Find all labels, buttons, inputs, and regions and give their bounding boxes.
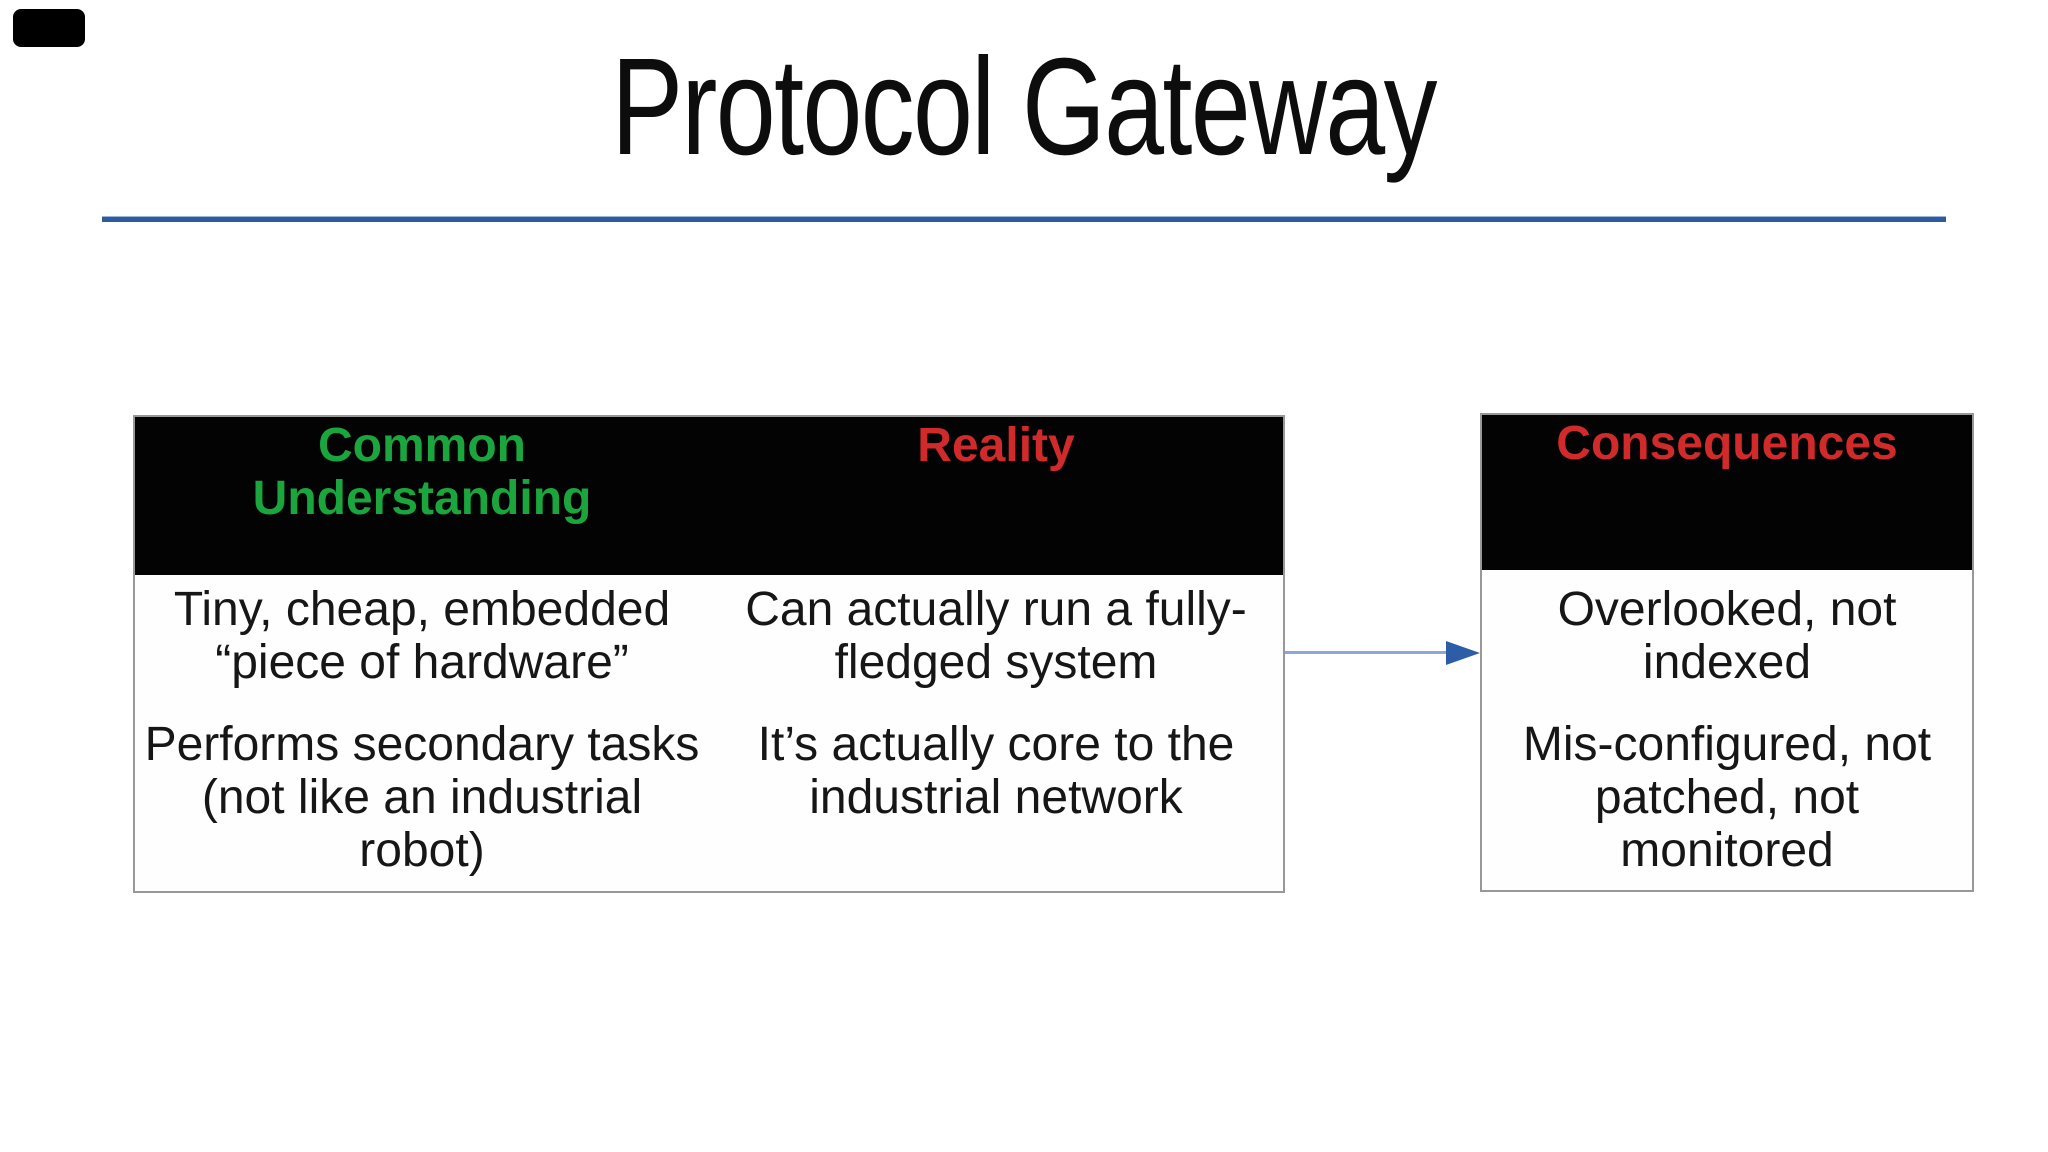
comparison-table: Common Understanding Reality Tiny, cheap… <box>133 415 1285 893</box>
column-common-understanding: Tiny, cheap, embedded “piece of hardware… <box>135 575 709 877</box>
cell-text: Mis-configured, not patched, not monitor… <box>1522 718 1932 877</box>
header-reality: Reality <box>917 419 1075 472</box>
consequences-body: Overlooked, not indexed Mis-configured, … <box>1482 570 1972 877</box>
header-consequences: Consequences <box>1556 417 1898 470</box>
cell-text: Can actually run a fully- fledged system <box>745 583 1247 689</box>
column-reality: Can actually run a fully- fledged system… <box>709 575 1283 877</box>
cell-text: Performs secondary tasks (not like an in… <box>144 718 700 877</box>
title-underline <box>102 216 1946 222</box>
corner-overlay-box <box>13 9 85 47</box>
connector-arrow-head-icon <box>1446 641 1480 665</box>
page-title: Protocol Gateway <box>0 38 2048 176</box>
consequences-box: Consequences Overlooked, not indexed Mis… <box>1480 413 1974 892</box>
page-title-text: Protocol Gateway <box>611 30 1438 184</box>
comparison-table-header-row: Common Understanding Reality <box>135 417 1283 575</box>
consequences-header-row: Consequences <box>1482 415 1972 570</box>
header-common-understanding: Common Understanding <box>252 419 592 525</box>
cell-text: It’s actually core to the industrial net… <box>757 718 1235 824</box>
cell-text: Tiny, cheap, embedded “piece of hardware… <box>173 583 671 689</box>
connector-arrow-line <box>1285 651 1448 654</box>
comparison-table-body: Tiny, cheap, embedded “piece of hardware… <box>135 575 1283 877</box>
column-consequences: Overlooked, not indexed Mis-configured, … <box>1482 570 1972 877</box>
cell-text: Overlooked, not indexed <box>1557 583 1897 689</box>
